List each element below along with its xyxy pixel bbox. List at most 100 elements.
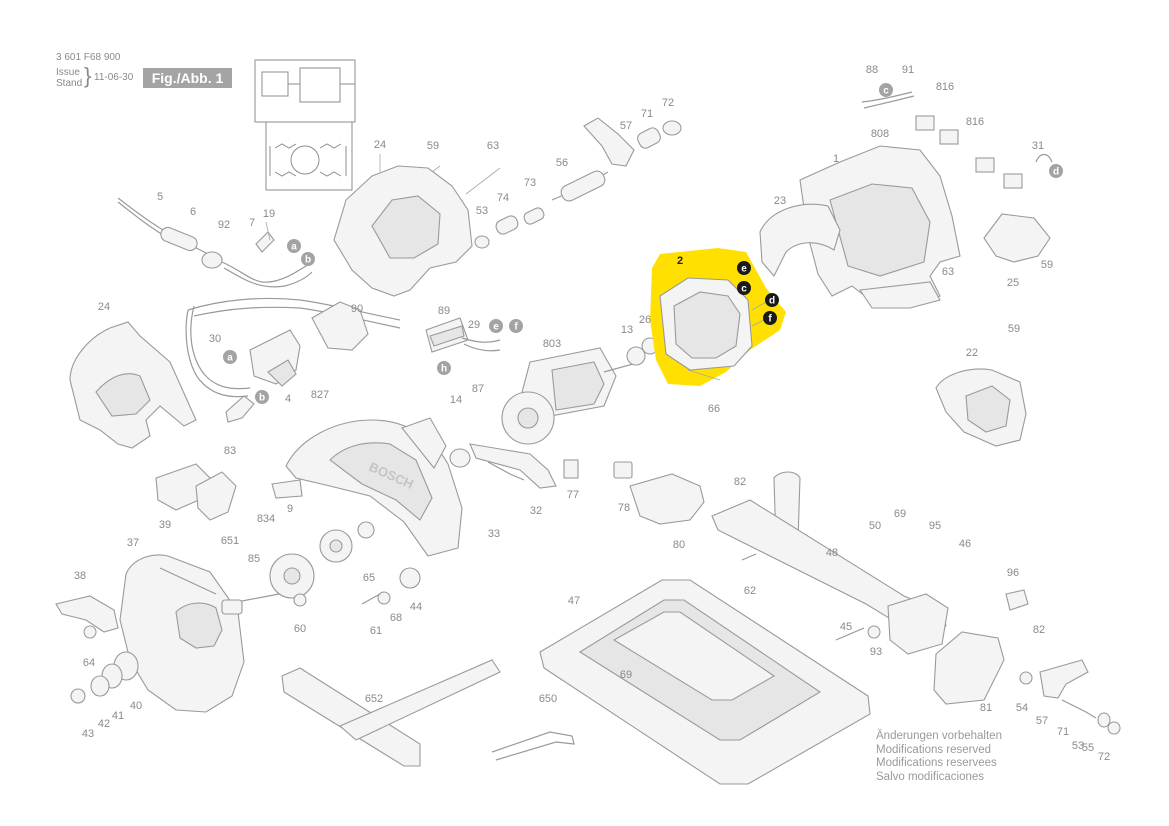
- part-label-71: 71: [1057, 726, 1069, 738]
- part-number: 3 601 F68 900: [56, 52, 121, 63]
- depth-guide: [613, 461, 1121, 735]
- connector-badge-b: b: [255, 390, 269, 404]
- part-label-93: 93: [870, 646, 882, 658]
- part-label-816: 816: [966, 116, 984, 128]
- part-label-50: 50: [869, 520, 881, 532]
- connector-badge-letter: f: [768, 314, 772, 325]
- part-label-9: 9: [287, 503, 293, 515]
- part-label-39: 39: [159, 519, 171, 531]
- part-label-38: 38: [74, 570, 86, 582]
- connector-badge-letter: c: [741, 284, 747, 295]
- part-label-62: 62: [744, 585, 756, 597]
- part-label-652: 652: [365, 693, 383, 705]
- part-label-827: 827: [311, 389, 329, 401]
- part-label-31: 31: [1032, 140, 1044, 152]
- part-label-30: 30: [209, 333, 221, 345]
- part-label-48: 48: [826, 547, 838, 559]
- part-label-59: 59: [427, 140, 439, 152]
- note-line: Modifications reserved: [876, 743, 992, 756]
- part-label-73: 73: [524, 177, 536, 189]
- part-label-82: 82: [1033, 624, 1045, 636]
- issue-label: Issue: [56, 67, 80, 78]
- part-label-32: 32: [530, 505, 542, 517]
- part-label-55: 55: [1082, 742, 1094, 754]
- modifications-notes: Änderungen vorbehalten Modifications res…: [876, 730, 1002, 784]
- part-label-56: 56: [556, 157, 568, 169]
- connector-badge-f: f: [763, 311, 777, 325]
- parallel-guide: [281, 659, 575, 767]
- part-label-6: 6: [190, 206, 196, 218]
- wiring-schematic: [254, 59, 356, 191]
- stand-label: Stand: [56, 78, 83, 89]
- part-label-57: 57: [620, 120, 632, 132]
- part-label-69: 69: [620, 669, 632, 681]
- part-label-89: 89: [438, 305, 450, 317]
- part-label-54: 54: [1016, 702, 1028, 714]
- part-label-41: 41: [112, 710, 124, 722]
- part-label-45: 45: [840, 621, 852, 633]
- connector-badge-letter: a: [227, 353, 233, 364]
- connector-badge-e: e: [489, 319, 503, 333]
- part-label-14: 14: [450, 394, 462, 406]
- issue-date: 11-06-30: [94, 72, 134, 83]
- part-label-803: 803: [543, 338, 561, 350]
- part-label-24: 24: [98, 301, 110, 313]
- part-label-650: 650: [539, 693, 557, 705]
- part-label-22: 22: [966, 347, 978, 359]
- connector-badge-c: c: [737, 281, 751, 295]
- part-label-63: 63: [487, 140, 499, 152]
- part-label-23: 23: [774, 195, 786, 207]
- part-label-77: 77: [567, 489, 579, 501]
- part-label-66: 66: [708, 403, 720, 415]
- connector-badge-c: c: [879, 83, 893, 97]
- motor-housing: [759, 145, 1051, 309]
- rear-handle: [69, 321, 197, 449]
- connector-badge-a: a: [287, 239, 301, 253]
- part-label-78: 78: [618, 502, 630, 514]
- connector-badge-a: a: [223, 350, 237, 364]
- connector-badge-letter: c: [883, 86, 889, 97]
- motor-housing-front: [333, 154, 473, 297]
- part-label-81: 81: [980, 702, 992, 714]
- part-label-1: 1: [833, 153, 839, 165]
- part-label-68: 68: [390, 612, 402, 624]
- part-label-834: 834: [257, 513, 275, 525]
- base-plate: [539, 579, 871, 785]
- connector-badge-letter: e: [741, 264, 747, 275]
- connector-badge-letter: b: [259, 393, 265, 404]
- connector-badge-d: d: [1049, 164, 1063, 178]
- lock-mechanism: [431, 117, 682, 249]
- part-label-44: 44: [410, 601, 422, 613]
- part-label-46: 46: [959, 538, 971, 550]
- part-label-5: 5: [157, 191, 163, 203]
- part-label-13: 13: [621, 324, 633, 336]
- part-label-63: 63: [942, 266, 954, 278]
- switch-assembly: [185, 297, 501, 423]
- connector-badge-letter: f: [514, 322, 518, 333]
- blade-guard: [285, 417, 463, 557]
- part-label-85: 85: [248, 553, 260, 565]
- part-label-91: 91: [902, 64, 914, 76]
- part-label-816: 816: [936, 81, 954, 93]
- note-line: Salvo modificaciones: [876, 770, 985, 783]
- end-cover: [935, 368, 1027, 447]
- part-label-96: 96: [1007, 567, 1019, 579]
- part-label-19: 19: [263, 208, 275, 220]
- part-label-59: 59: [1041, 259, 1053, 271]
- part-label-57: 57: [1036, 715, 1048, 727]
- part-label-37: 37: [127, 537, 139, 549]
- highlighted-stator: [650, 248, 786, 386]
- part-label-80: 80: [673, 539, 685, 551]
- part-label-26: 26: [639, 314, 651, 326]
- connector-badge-h: h: [437, 361, 451, 375]
- part-label-2: 2: [677, 255, 683, 267]
- part-label-72: 72: [1098, 751, 1110, 763]
- part-label-4: 4: [285, 393, 291, 405]
- connector-badge-letter: b: [305, 255, 311, 266]
- power-cable: [117, 197, 313, 288]
- note-line: Änderungen vorbehalten: [876, 730, 1002, 742]
- part-label-43: 43: [82, 728, 94, 740]
- brush-holders: [861, 91, 1053, 189]
- part-label-53: 53: [1072, 740, 1084, 752]
